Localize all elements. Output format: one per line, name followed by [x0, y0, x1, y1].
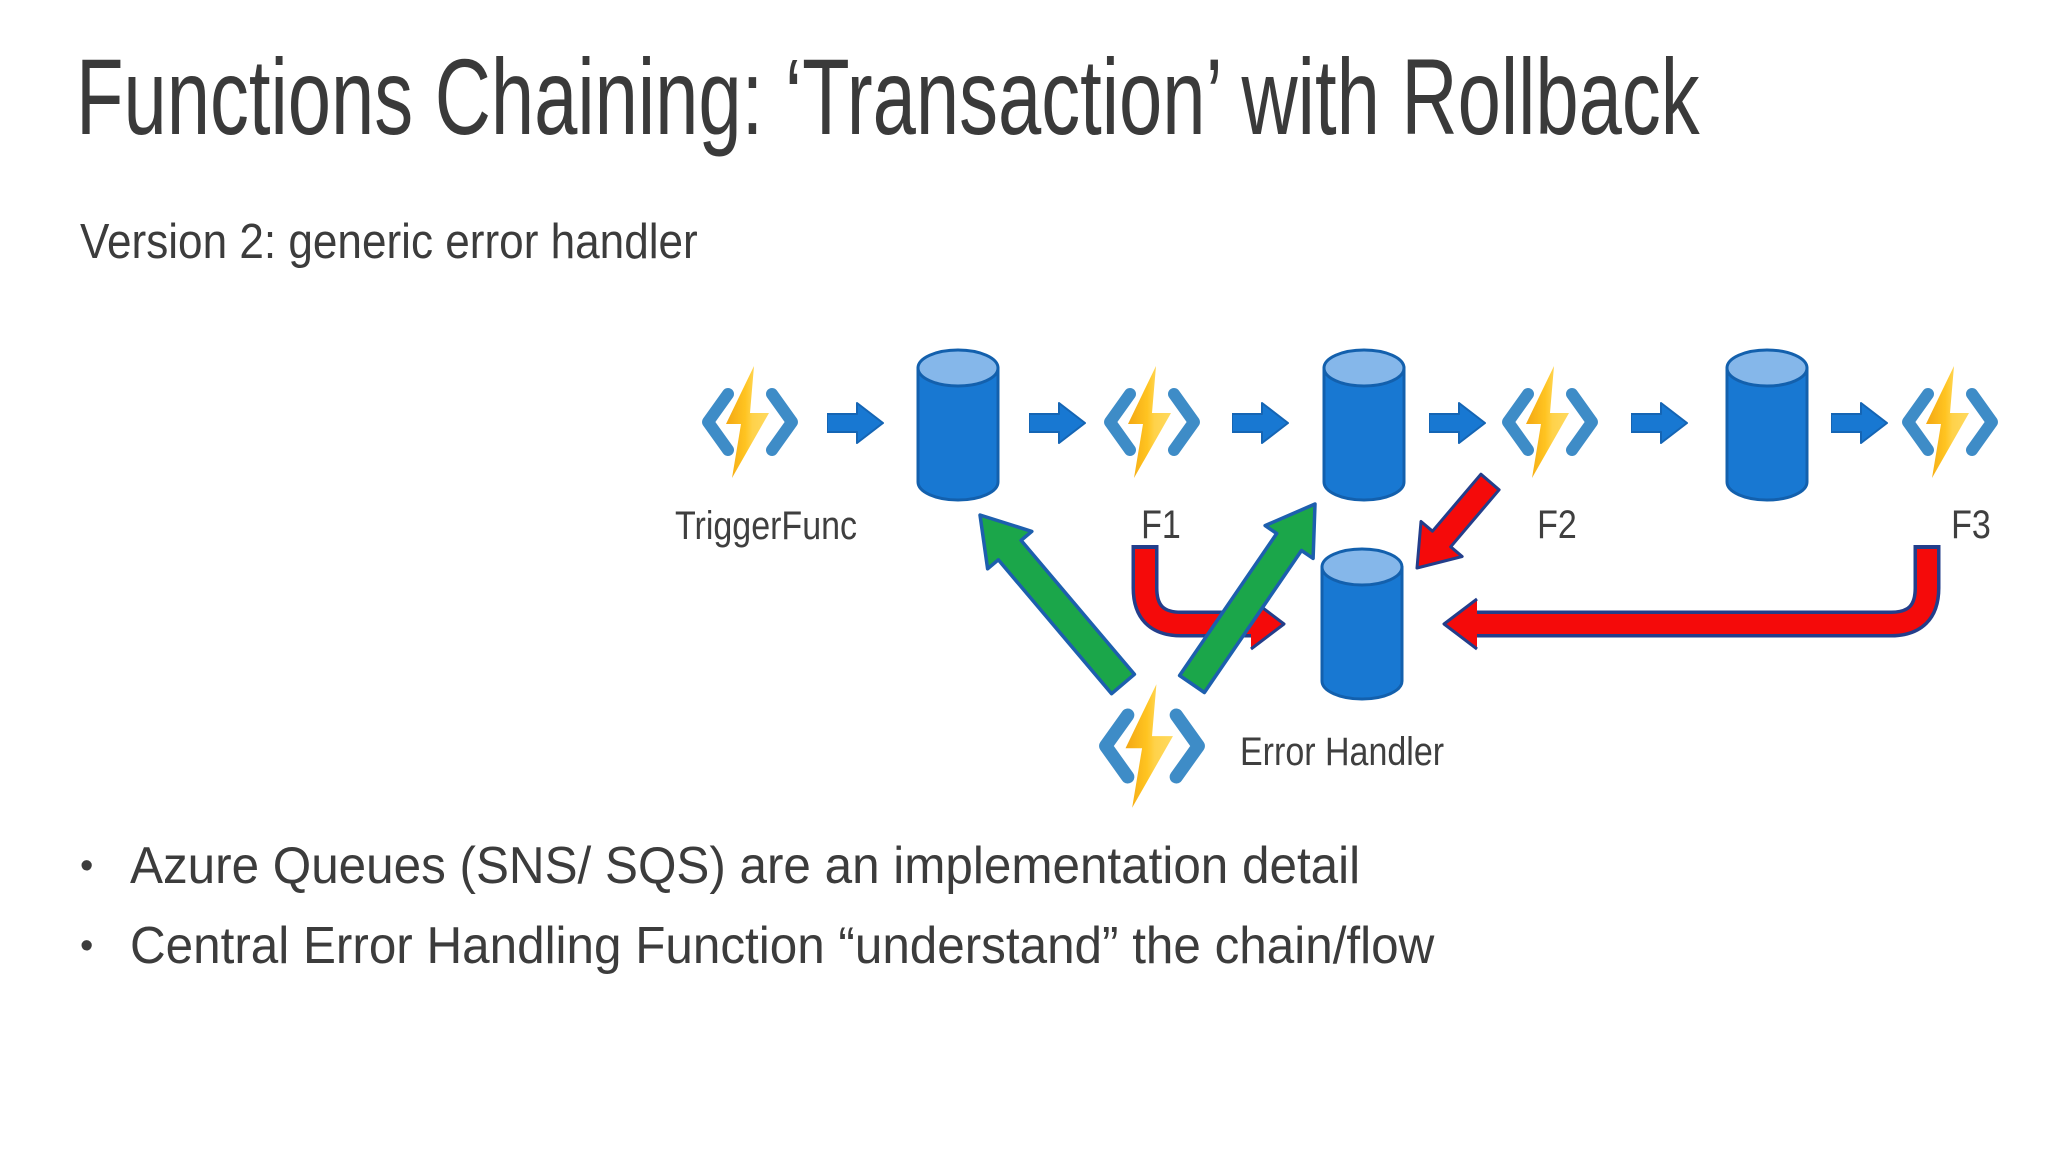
flow-arrow-3: [1232, 402, 1289, 444]
f1-label: F1: [1141, 503, 1181, 547]
bullet-item: Azure Queues (SNS/ SQS) are an implement…: [78, 826, 1503, 906]
error-arrow-from-f3: [1442, 545, 1941, 651]
error-arrow-from-f2: [1415, 472, 1501, 570]
triggerfunc-function-icon: [708, 366, 792, 478]
bullet-text: Azure Queues (SNS/ SQS) are an implement…: [130, 837, 1361, 895]
recovery-arrow-to-queue1: [978, 513, 1137, 696]
error-handler-label: Error Handler: [1240, 730, 1445, 774]
triggerfunc-label: TriggerFunc: [674, 504, 858, 548]
bullet-list: Azure Queues (SNS/ SQS) are an implement…: [78, 826, 1503, 986]
error-handler-function-icon: [1106, 684, 1199, 808]
recovery-arrow-to-queue2: [1177, 502, 1317, 695]
f2-label: F2: [1537, 503, 1577, 547]
f1-function-icon: [1110, 366, 1194, 478]
f2-function-icon: [1508, 366, 1592, 478]
f3-function-icon: [1908, 366, 1992, 478]
f3-label: F3: [1951, 503, 1991, 547]
bullet-item: Central Error Handling Function “underst…: [78, 906, 1503, 986]
slide-subtitle: Version 2: generic error handler: [80, 215, 698, 269]
flow-arrow-1: [827, 402, 884, 444]
flow-arrow-6: [1831, 402, 1888, 444]
bullet-text: Central Error Handling Function “underst…: [130, 917, 1435, 975]
flow-arrow-5: [1631, 402, 1688, 444]
queue-3-icon: [1725, 348, 1809, 502]
queue-2-icon: [1322, 348, 1406, 502]
flow-arrow-4: [1429, 402, 1486, 444]
slide-title: Functions Chaining: ‘Transaction’ with R…: [76, 36, 1700, 157]
queue-1-icon: [916, 348, 1000, 502]
flow-arrow-2: [1029, 402, 1086, 444]
error-handler-queue-icon: [1320, 547, 1404, 701]
